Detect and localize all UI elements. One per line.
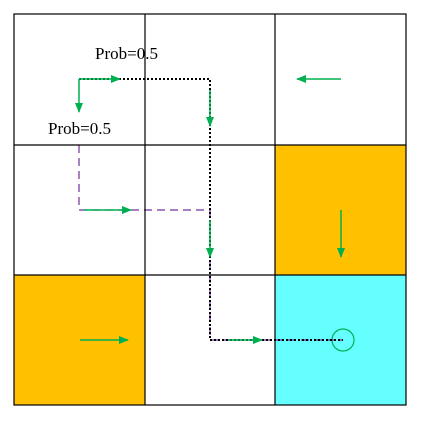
grid-lines <box>13 13 407 406</box>
dashed-path <box>78 145 210 211</box>
prob-label-left: Prob=0.5 <box>48 119 111 138</box>
trajectory-arrows <box>75 75 263 344</box>
grid-border <box>13 13 407 406</box>
prob-label-top: Prob=0.5 <box>95 44 158 63</box>
